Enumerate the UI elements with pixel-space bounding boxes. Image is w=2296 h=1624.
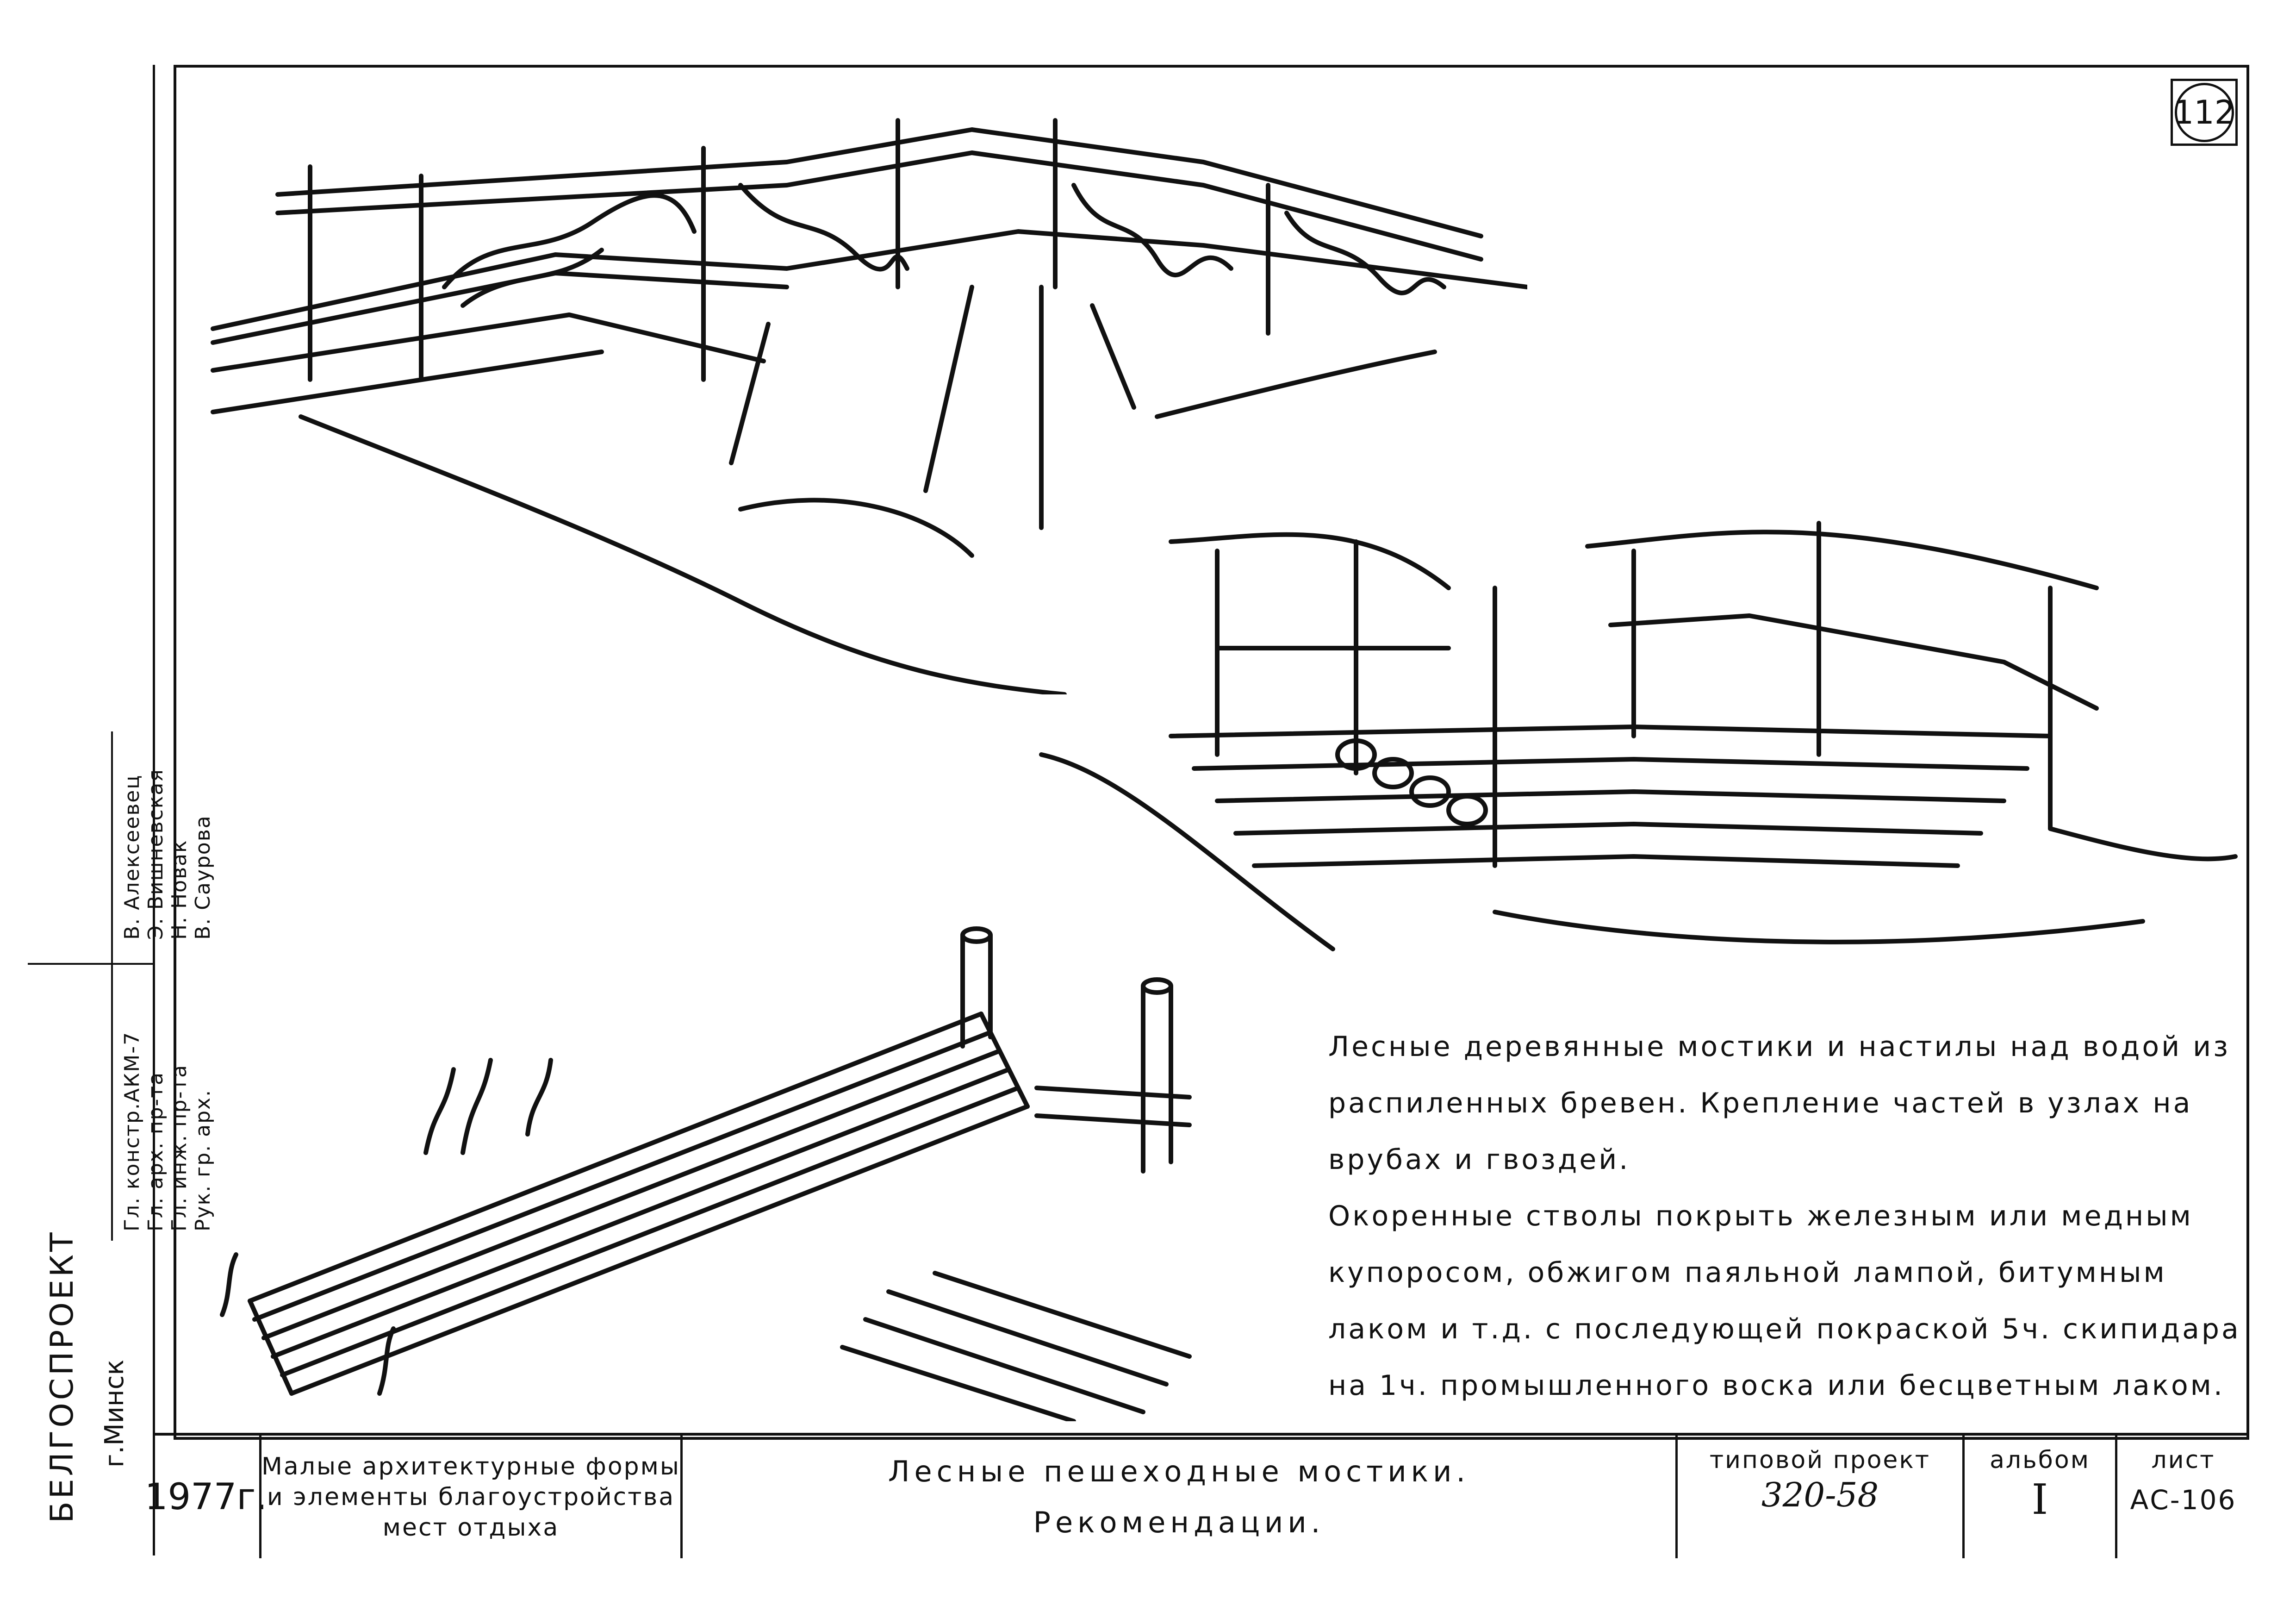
stamp-role-4: Рук. гр. арх. xyxy=(191,1089,215,1231)
year-cell: 1977г. xyxy=(145,1436,267,1558)
stamp-names: В. Алексеевец Э. Вишневская Н. Новак В. … xyxy=(120,768,215,940)
stamp-border xyxy=(111,731,182,1241)
sheet-value: АС-106 xyxy=(2130,1484,2237,1516)
organization-name: БЕЛГОСПРОЕКТ xyxy=(44,1230,81,1523)
approval-stamp: Гл. констр.АКМ-7 Гл. арх. пр-та Гл. инж.… xyxy=(28,731,215,1241)
title-line-2: Рекомендации. xyxy=(1033,1505,1325,1539)
title-block: 1977г. Малые архитектурные формы и элеме… xyxy=(145,1433,2249,1558)
album-label: альбом xyxy=(1990,1446,2090,1474)
sheet-number: 112 xyxy=(2173,82,2235,142)
sheet-cell: лист АС-106 xyxy=(2115,1436,2249,1558)
project-label: типовой проект xyxy=(1709,1446,1931,1474)
sketch-handrail-bridge xyxy=(1039,521,2238,951)
drawing-frame xyxy=(174,65,2249,1440)
title-line-1: Лесные пешеходные мостики. xyxy=(888,1454,1470,1488)
stamp-name-1: В. Алексеевец xyxy=(120,774,144,940)
stamp-role-2: Гл. арх. пр-та xyxy=(144,1071,168,1231)
note-paragraph-1: Лесные деревянные мостики и настилы над … xyxy=(1328,1031,2231,1176)
stamp-role-3: Гл. инж. пр-та xyxy=(168,1064,191,1231)
note-paragraph-2: Окоренные стволы покрыть железным или ме… xyxy=(1328,1200,2241,1402)
sheet-label: лист xyxy=(2151,1446,2215,1474)
stamp-role-1: Гл. констр.АКМ-7 xyxy=(120,1031,144,1231)
category-cell: Малые архитектурные формы и элементы бла… xyxy=(259,1436,680,1558)
category-line-3: мест отдыха xyxy=(382,1513,560,1542)
stamp-roles: Гл. констр.АКМ-7 Гл. арх. пр-та Гл. инж.… xyxy=(120,1031,215,1231)
left-margin-line xyxy=(153,65,155,1555)
stamp-name-2: Э. Вишневская xyxy=(144,768,168,940)
notes-text: Лесные деревянные мостики и настилы над … xyxy=(1328,1018,2245,1414)
stamp-name-4: В. Саурова xyxy=(191,815,215,940)
sketch-rustic-bridge-top xyxy=(211,118,1527,694)
project-value: 320-58 xyxy=(1761,1475,1879,1514)
stamp-name-3: Н. Новак xyxy=(168,839,191,940)
year: 1977г. xyxy=(144,1476,268,1518)
organization-city: г.Минск xyxy=(100,1359,130,1468)
stamp-border-2 xyxy=(28,963,153,965)
sketch-plank-walkway xyxy=(220,926,1192,1421)
project-cell: типовой проект 320-58 xyxy=(1675,1436,1962,1558)
category-line-2: и элементы благоустройства xyxy=(267,1483,675,1511)
album-cell: альбом I xyxy=(1962,1436,2115,1558)
sheet-number-box: 112 xyxy=(2171,79,2238,146)
album-value: I xyxy=(2031,1475,2048,1524)
category-line-1: Малые архитектурные формы xyxy=(261,1452,680,1480)
title-cell: Лесные пешеходные мостики. Рекомендации. xyxy=(680,1436,1675,1558)
